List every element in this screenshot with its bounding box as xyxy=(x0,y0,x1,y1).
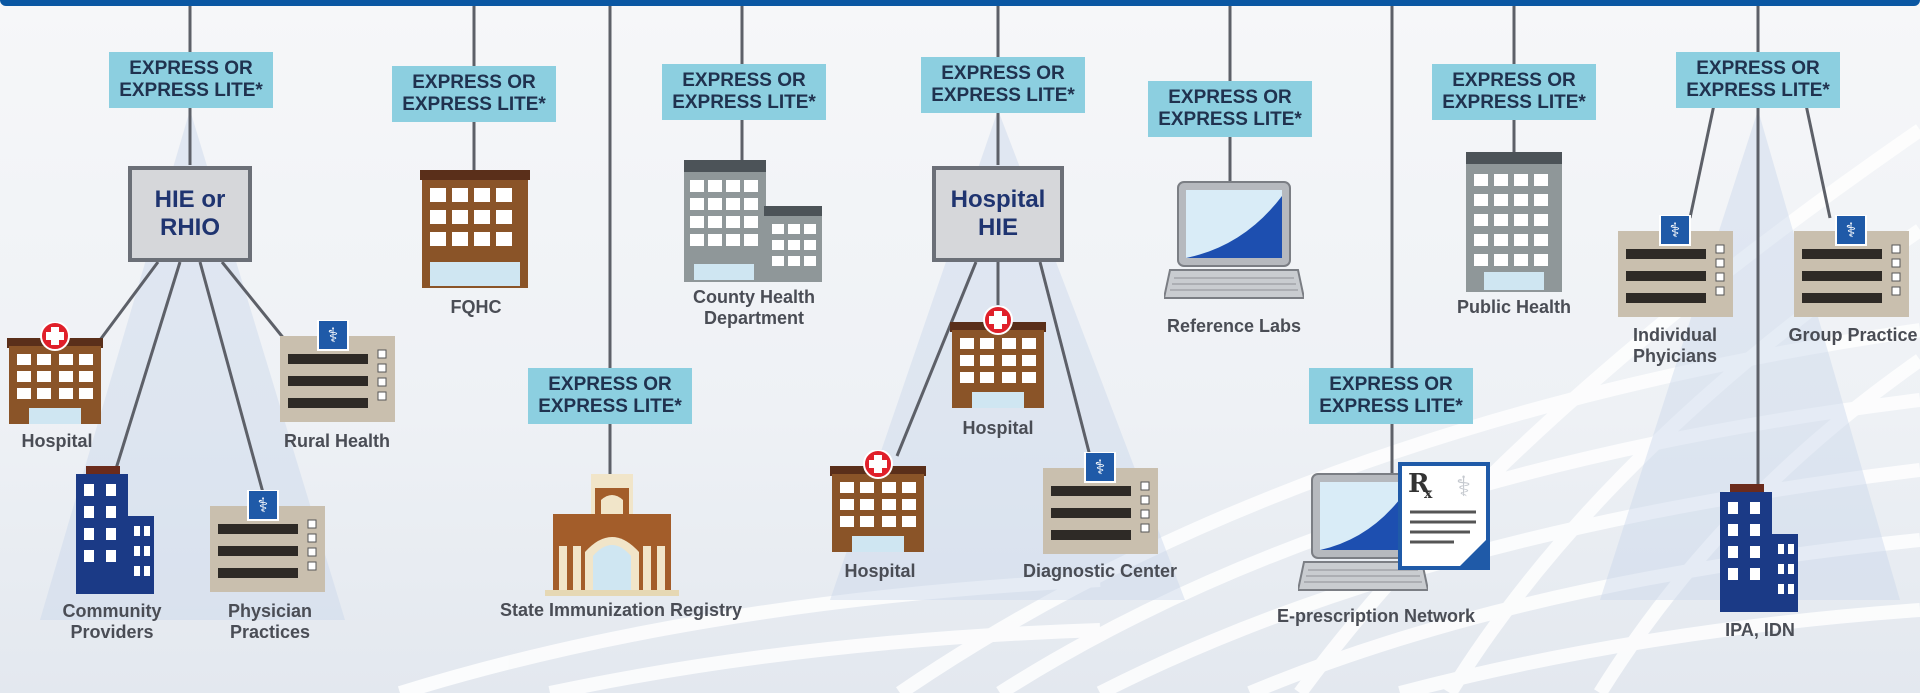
hospital-building-icon xyxy=(830,450,926,552)
svg-text:⚕: ⚕ xyxy=(258,493,269,517)
badge-line1: EXPRESS OR xyxy=(1329,374,1453,395)
office-tower-icon xyxy=(76,466,154,594)
svg-text:⚕: ⚕ xyxy=(1670,218,1681,242)
badge-line1: EXPRESS OR xyxy=(1452,70,1576,91)
badge-line2: EXPRESS LITE* xyxy=(538,396,682,417)
public-health-building-icon xyxy=(1466,152,1562,292)
government-building-icon xyxy=(545,474,679,596)
hospital-hie-hub: Hospital HIE xyxy=(932,166,1064,262)
label-state-immunization-registry: State Immunization Registry xyxy=(499,600,743,620)
label-group-practice: Group Practice xyxy=(1788,325,1918,345)
label-individual-physicians: Individual Phyicians xyxy=(1633,325,1717,367)
label-line: Phyicians xyxy=(1632,346,1718,366)
label-hospital-center-bottom: Hospital xyxy=(844,561,916,581)
label-hospital-center-top: Hospital xyxy=(962,418,1034,438)
badge-line2: EXPRESS LITE* xyxy=(931,85,1075,106)
county-health-building-icon xyxy=(684,160,822,282)
badge-line1: EXPRESS OR xyxy=(412,72,536,93)
label-public-health: Public Health xyxy=(1456,297,1572,317)
badge-line2: EXPRESS LITE* xyxy=(1319,396,1463,417)
label-diagnostic-center: Diagnostic Center xyxy=(1022,561,1178,581)
label-line: Physician xyxy=(227,601,313,621)
prescription-icon: R x ⚕ xyxy=(1398,462,1490,570)
badge-line1: EXPRESS OR xyxy=(941,63,1065,84)
svg-text:⚕: ⚕ xyxy=(1456,470,1471,503)
label-community-providers: Community Providers xyxy=(63,601,162,643)
office-tower-icon xyxy=(1720,484,1798,612)
label-line: County Health xyxy=(692,287,816,307)
hub-line2: RHIO xyxy=(160,214,220,241)
badge-line2: EXPRESS LITE* xyxy=(672,92,816,113)
badge-line1: EXPRESS OR xyxy=(1696,58,1820,79)
badge-line2: EXPRESS LITE* xyxy=(1158,109,1302,130)
hub-line1: Hospital xyxy=(950,186,1046,213)
label-county-health-department: County Health Department xyxy=(693,287,815,329)
badge-line1: EXPRESS OR xyxy=(1168,87,1292,108)
badge-line1: EXPRESS OR xyxy=(129,58,253,79)
label-rural-health: Rural Health xyxy=(283,431,391,451)
badge-line2: EXPRESS LITE* xyxy=(402,94,546,115)
label-reference-labs: Reference Labs xyxy=(1166,316,1302,336)
label-line: Practices xyxy=(229,622,311,642)
hospital-building-icon xyxy=(7,322,103,424)
hie-rhio-hub: HIE or RHIO xyxy=(128,166,252,262)
fqhc-building-icon xyxy=(420,170,530,288)
svg-text:⚕: ⚕ xyxy=(1095,455,1106,479)
hub-line2: HIE xyxy=(977,214,1018,241)
clinic-building-icon: ⚕ xyxy=(210,490,325,592)
badge-line2: EXPRESS LITE* xyxy=(119,80,263,101)
badge-line2: EXPRESS LITE* xyxy=(1686,80,1830,101)
svg-text:x: x xyxy=(1424,486,1433,502)
badge-line1: EXPRESS OR xyxy=(682,70,806,91)
hub-line1: HIE or xyxy=(154,186,226,213)
laptop-icon xyxy=(1298,473,1428,591)
clinic-building-icon: ⚕ xyxy=(1794,215,1909,317)
badge-line2: EXPRESS LITE* xyxy=(1442,92,1586,113)
svg-text:R: R xyxy=(1408,469,1430,499)
svg-text:⚕: ⚕ xyxy=(1846,218,1857,242)
top-bus-bar xyxy=(0,0,1920,6)
clinic-building-icon: ⚕ xyxy=(1618,215,1733,317)
svg-text:⚕: ⚕ xyxy=(328,323,339,347)
label-ipa-idn: IPA, IDN xyxy=(1725,620,1795,640)
label-hospital-left: Hospital xyxy=(21,431,93,451)
clinic-building-icon: ⚕ xyxy=(280,320,395,422)
label-line: Individual xyxy=(1632,325,1718,345)
clinic-building-icon: ⚕ xyxy=(1043,452,1158,554)
label-physician-practices: Physician Practices xyxy=(228,601,312,643)
laptop-icon xyxy=(1164,181,1304,299)
label-line: Department xyxy=(703,308,805,328)
label-fqhc: FQHC xyxy=(450,297,502,317)
hospital-building-icon xyxy=(950,306,1046,408)
label-eprescription-network: E-prescription Network xyxy=(1276,606,1476,626)
label-line: Providers xyxy=(70,622,154,642)
label-line: Community xyxy=(62,601,162,621)
badge-line1: EXPRESS OR xyxy=(548,374,672,395)
